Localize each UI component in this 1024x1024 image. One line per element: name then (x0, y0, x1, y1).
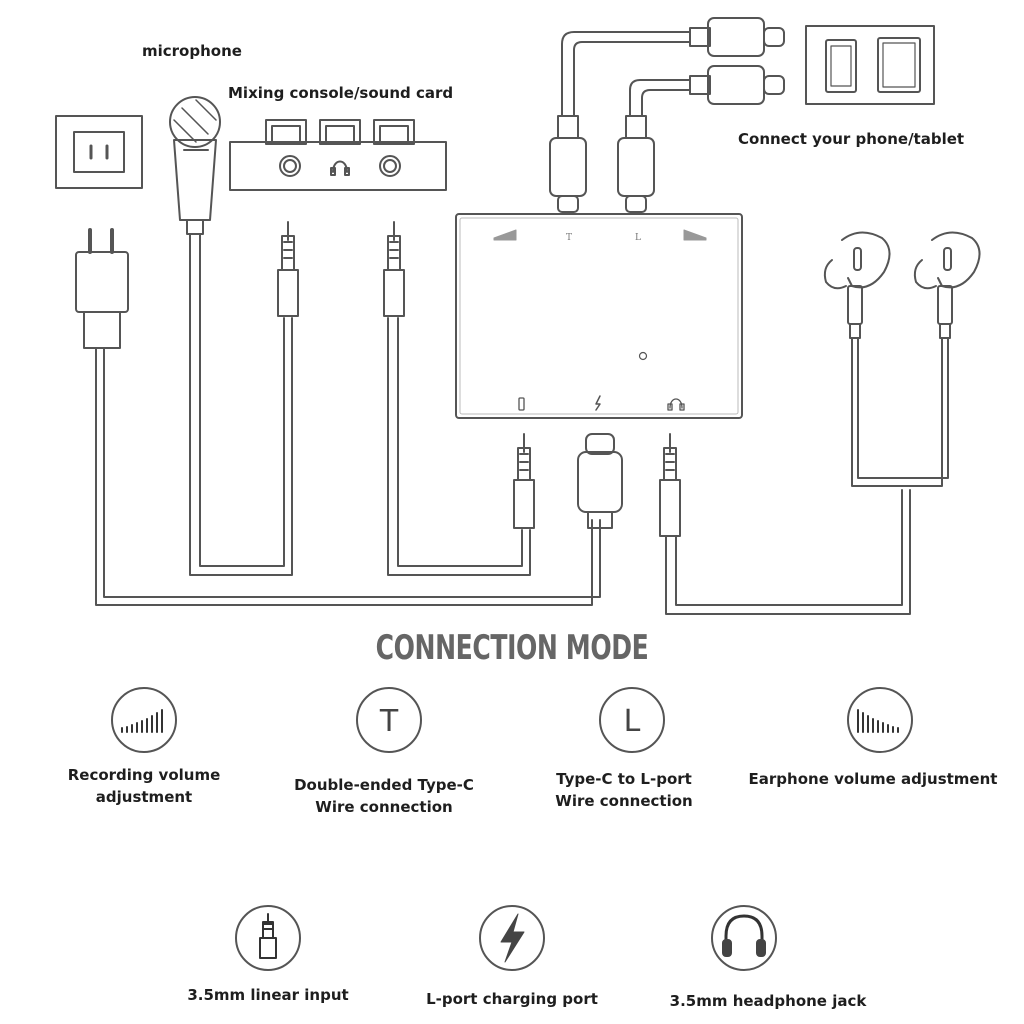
type-c-plug-2 (617, 115, 655, 213)
lightning-plug (577, 433, 623, 529)
feature-caption-linear-input: 3.5mm linear input (187, 986, 349, 1004)
feature-glyph-t: T (379, 704, 399, 739)
bars-rising-icon (111, 687, 177, 753)
earphone-cable (665, 489, 911, 615)
phone-cable-1 (561, 31, 691, 117)
letter-l-icon (599, 687, 665, 753)
headphone-icon (711, 905, 777, 971)
feature-glyph-l: L (624, 704, 641, 739)
device-label-t: T (566, 233, 572, 243)
phone-tablet-icon (805, 25, 935, 105)
power-cable (95, 347, 593, 606)
audio-jack-plug-2 (383, 221, 405, 317)
earphones-icon (823, 231, 981, 339)
wall-outlet-icon (55, 115, 143, 189)
power-plug-icon (75, 228, 129, 349)
audio-jack-plug-1 (277, 221, 299, 317)
device-label-l: L (635, 233, 641, 243)
type-c-plug-1 (549, 115, 587, 213)
letter-t-icon (356, 687, 422, 753)
feature-caption-charging-port: L-port charging port (426, 990, 598, 1008)
microphone-cable (189, 233, 293, 576)
feature-caption-earphone-volume: Earphone volume adjustment (748, 770, 998, 788)
section-title: CONNECTION MODE (375, 628, 649, 668)
lightning-icon (479, 905, 545, 971)
feature-caption-headphone-jack: 3.5mm headphone jack (669, 992, 867, 1010)
device-lightning-icon (595, 395, 601, 411)
audio-jack-plug-3 (513, 433, 535, 529)
type-c-plug-3 (689, 17, 785, 57)
mixing-console-label: Mixing console/sound card (228, 84, 454, 102)
bars-falling-icon (847, 687, 913, 753)
audio-jack-plug-4 (659, 433, 681, 537)
microphone-icon (169, 96, 221, 235)
console-cable (387, 317, 531, 576)
device-input-icon (518, 397, 525, 411)
mixing-console-icon (229, 119, 447, 191)
connect-phone-label: Connect your phone/tablet (738, 130, 965, 148)
device-headphone-icon (667, 398, 685, 411)
phone-cable-2 (629, 79, 691, 117)
microphone-label: microphone (142, 42, 242, 60)
audio-jack-icon (235, 905, 301, 971)
lightning-plug-2 (689, 65, 785, 105)
adapter-device (455, 213, 743, 419)
